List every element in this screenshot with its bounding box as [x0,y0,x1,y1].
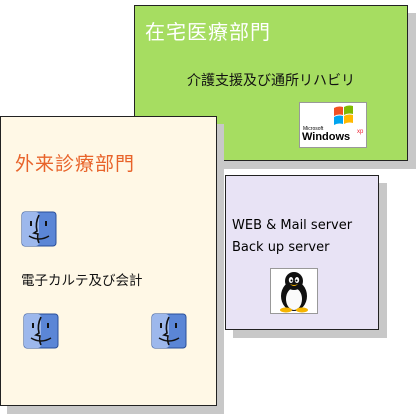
outpatient-title: 外来診療部門 [15,153,136,175]
outpatient-card: 外来診療部門 電子カルテ及び会計 [0,116,217,406]
home-care-title: 在宅医療部門 [145,20,271,44]
server-card: WEB & Mail server Back up server [225,175,379,330]
xp-wordmark: xp [357,129,364,135]
server-line-web-mail: WEB & Mail server [232,218,353,233]
home-care-subtitle: 介護支援及び通所リハビリ [187,73,355,89]
windows-wordmark: Windows [302,131,351,143]
mac-finder-icon [151,313,187,349]
outpatient-subtitle: 電子カルテ及び会計 [21,273,143,289]
mac-finder-icon [23,313,59,349]
windows-xp-logo: Microsoft Windows xp [299,102,367,148]
home-care-card: 在宅医療部門 介護支援及び通所リハビリ Microsoft Windows xp [134,5,408,161]
tux-penguin-icon [270,268,318,314]
microsoft-wordmark: Microsoft [303,126,324,132]
windows-flag-icon [334,105,353,125]
mac-finder-icon [21,211,57,247]
server-line-backup: Back up server [232,240,330,255]
